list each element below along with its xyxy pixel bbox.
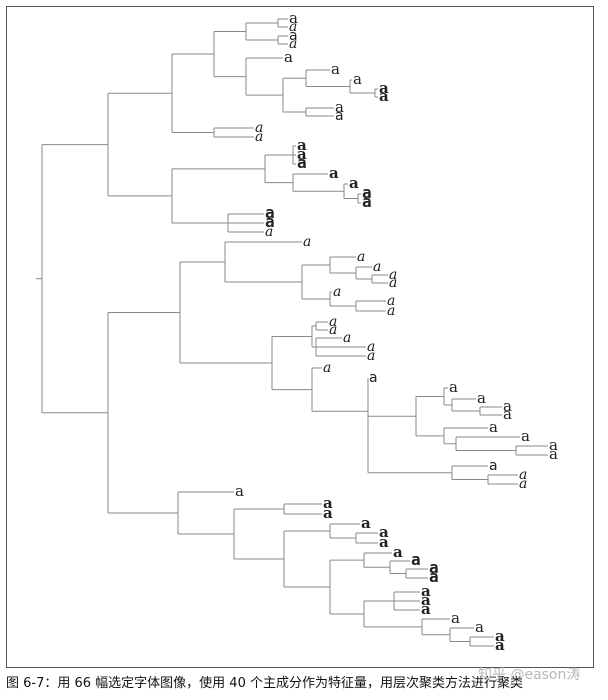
leaf-glyph: a bbox=[297, 145, 307, 163]
leaf-glyph: a bbox=[361, 514, 371, 532]
leaf-glyph: a bbox=[411, 550, 421, 569]
leaf-glyph: a bbox=[475, 618, 484, 636]
leaf-glyph: a bbox=[323, 504, 333, 522]
leaf-glyph: a bbox=[284, 48, 293, 66]
leaf-glyph: a bbox=[323, 494, 333, 512]
leaf-glyph: a bbox=[289, 36, 297, 52]
leaf-glyph: a bbox=[289, 19, 297, 35]
leaf-glyph: a bbox=[421, 591, 431, 609]
figure-caption: 图 6-7：用 66 幅选定字体图像，使用 40 个主成分作为特征量，用层次聚类… bbox=[6, 676, 523, 691]
leaf-glyph: a bbox=[362, 183, 372, 202]
leaf-glyph: a bbox=[521, 427, 530, 445]
leaf-glyph: a bbox=[362, 192, 372, 211]
leaf-glyph: a bbox=[335, 108, 344, 124]
leaf-glyph: a bbox=[421, 600, 431, 618]
leaf-glyph: a bbox=[379, 533, 389, 551]
leaf-glyph: a bbox=[329, 164, 339, 182]
leaf-glyph: a bbox=[297, 153, 307, 172]
leaf-glyph: a bbox=[519, 476, 527, 492]
leaf-glyph: a bbox=[429, 558, 439, 577]
leaf-glyph: a bbox=[477, 389, 486, 407]
leaf-glyph: a bbox=[335, 98, 344, 116]
leaf-glyph: a bbox=[495, 627, 505, 645]
leaf-glyph: a bbox=[265, 212, 275, 231]
leaf-glyph: a bbox=[495, 636, 505, 654]
leaf-glyph: a bbox=[367, 348, 375, 364]
leaf-glyph: a bbox=[429, 567, 439, 586]
figure-frame bbox=[6, 6, 594, 668]
leaf-glyph: a bbox=[331, 60, 340, 78]
leaf-glyph: a bbox=[329, 314, 337, 330]
leaf-glyph: a bbox=[549, 436, 558, 454]
leaf-glyph: a bbox=[489, 418, 498, 436]
leaf-glyph: a bbox=[387, 293, 395, 309]
leaf-glyph: a bbox=[303, 234, 311, 250]
leaf-glyph: a bbox=[393, 543, 403, 561]
leaf-glyph: a bbox=[367, 339, 375, 355]
leaf-glyph: a bbox=[333, 284, 341, 300]
leaf-glyph: a bbox=[451, 609, 460, 627]
leaf-glyph: a bbox=[379, 87, 389, 105]
leaf-glyph: a bbox=[323, 360, 331, 376]
watermark: 知乎 @eason涛 bbox=[478, 667, 581, 683]
leaf-glyph: a bbox=[369, 370, 378, 386]
leaf-glyph: a bbox=[357, 249, 365, 265]
leaf-glyph: a bbox=[503, 405, 512, 423]
leaf-glyph: a bbox=[343, 330, 351, 346]
leaf-glyph: a bbox=[265, 203, 275, 222]
leaf-glyph: a bbox=[329, 322, 337, 338]
leaf-glyph: a bbox=[387, 303, 395, 319]
leaf-glyph: a bbox=[235, 482, 244, 500]
leaf-glyph: a bbox=[255, 129, 263, 145]
leaf-glyph: a bbox=[255, 120, 263, 136]
leaf-glyph: a bbox=[289, 9, 298, 27]
leaf-glyph: a bbox=[379, 523, 389, 541]
leaf-glyph: a bbox=[503, 397, 512, 415]
leaf-glyph: a bbox=[349, 174, 359, 192]
leaf-glyph: a bbox=[389, 275, 397, 291]
leaf-glyph: a bbox=[297, 136, 307, 154]
leaf-glyph: a bbox=[389, 267, 397, 283]
leaf-glyph: a bbox=[289, 28, 298, 44]
leaf-glyph: a bbox=[519, 467, 527, 483]
leaf-glyph: a bbox=[449, 378, 458, 396]
leaf-glyph: a bbox=[353, 70, 362, 88]
leaf-glyph: a bbox=[379, 79, 389, 97]
leaf-glyph: a bbox=[421, 582, 431, 600]
leaf-glyph: a bbox=[373, 259, 381, 275]
leaf-glyph: a bbox=[549, 445, 558, 463]
leaf-glyph: a bbox=[489, 458, 498, 474]
leaf-glyph: a bbox=[265, 224, 273, 240]
